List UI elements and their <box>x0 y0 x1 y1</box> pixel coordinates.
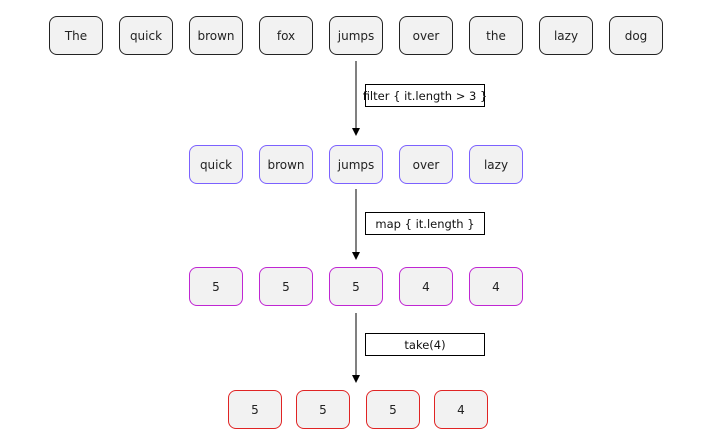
input-item-0: The <box>49 16 103 55</box>
input-item-2: brown <box>189 16 243 55</box>
map-operation-label: map { it.length } <box>365 212 485 235</box>
taken-item-1: 5 <box>296 390 350 429</box>
input-item-5: over <box>399 16 453 55</box>
mapped-item-3: 4 <box>399 267 453 306</box>
taken-item-0: 5 <box>228 390 282 429</box>
input-item-1: quick <box>119 16 173 55</box>
taken-item-2: 5 <box>366 390 420 429</box>
filtered-item-4: lazy <box>469 145 523 184</box>
filtered-item-3: over <box>399 145 453 184</box>
filter-operation-label: filter { it.length > 3 } <box>363 84 487 107</box>
mapped-item-2: 5 <box>329 267 383 306</box>
filtered-item-1: brown <box>259 145 313 184</box>
input-item-7: lazy <box>539 16 593 55</box>
take-operation-label: take(4) <box>365 333 485 356</box>
input-item-4: jumps <box>329 16 383 55</box>
input-item-3: fox <box>259 16 313 55</box>
input-item-8: dog <box>609 16 663 55</box>
mapped-item-1: 5 <box>259 267 313 306</box>
taken-item-3: 4 <box>434 390 488 429</box>
mapped-item-0: 5 <box>189 267 243 306</box>
filtered-item-2: jumps <box>329 145 383 184</box>
mapped-item-4: 4 <box>469 267 523 306</box>
filtered-item-0: quick <box>189 145 243 184</box>
input-item-6: the <box>469 16 523 55</box>
